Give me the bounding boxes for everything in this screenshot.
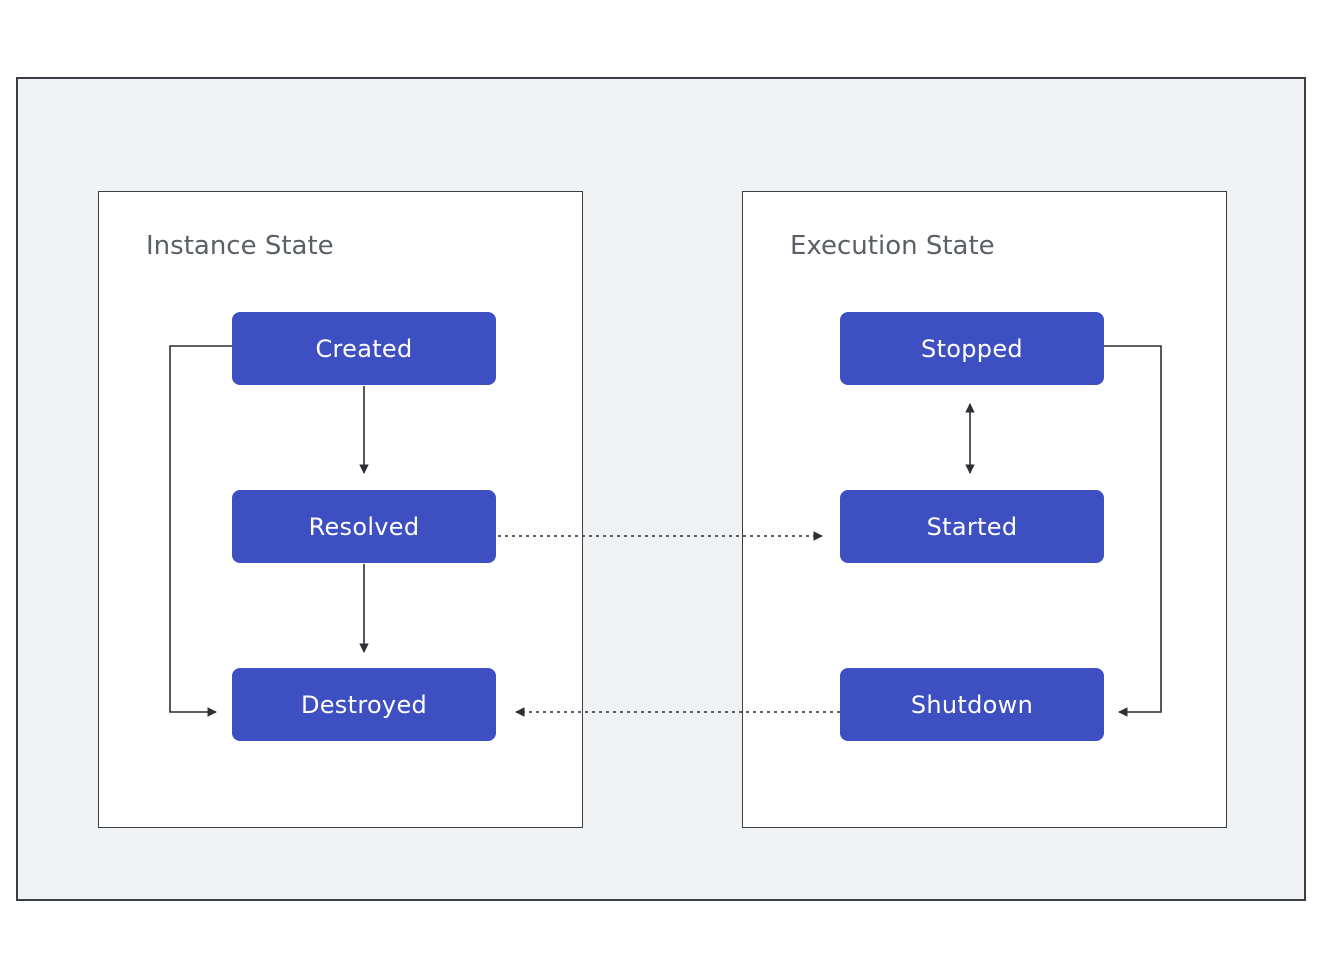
arrow-stopped-to-shutdown — [1104, 345, 1162, 717]
state-stopped: Stopped — [840, 312, 1104, 385]
instance-state-title: Instance State — [146, 231, 334, 261]
state-shutdown: Shutdown — [840, 668, 1104, 741]
state-resolved: Resolved — [232, 490, 496, 563]
state-started: Started — [840, 490, 1104, 563]
state-created: Created — [232, 312, 496, 385]
arrow-created-to-destroyed — [169, 345, 232, 717]
state-destroyed: Destroyed — [232, 668, 496, 741]
execution-state-title: Execution State — [790, 231, 995, 261]
